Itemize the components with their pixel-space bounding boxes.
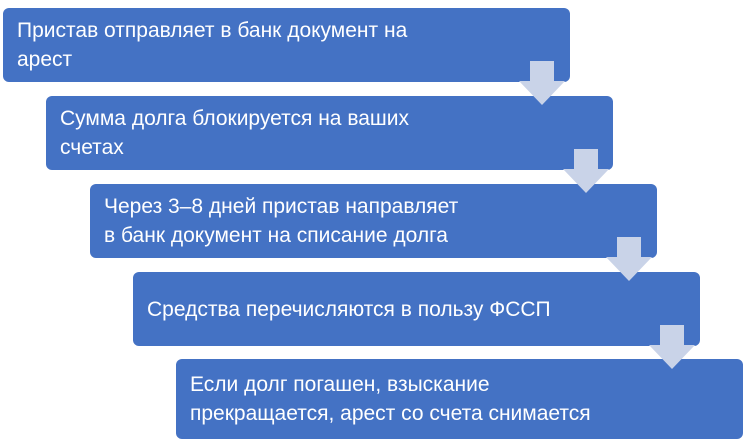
down-arrow-icon [563,149,609,193]
step-4-text: Средства перечисляются в пользу ФССП [147,297,551,321]
step-3-box: Через 3–8 дней пристав направляет в банк… [90,184,657,258]
step-4-box: Средства перечисляются в пользу ФССП [133,272,700,346]
step-1-box: Пристав отправляет в банк документ на ар… [3,8,570,82]
step-1-text: Пристав отправляет в банк документ на ар… [17,19,408,71]
step-2-text: Сумма долга блокируется на ваших счетах [60,107,409,159]
down-arrow-icon [649,325,695,369]
step-2-box: Сумма долга блокируется на ваших счетах [46,96,613,170]
step-5-text: Если долг погашен, взыскание прекращаетс… [190,373,591,425]
step-3-text: Через 3–8 дней пристав направляет в банк… [104,195,459,247]
down-arrow-icon [606,237,652,281]
step-5-box: Если долг погашен, взыскание прекращаетс… [176,359,743,439]
down-arrow-icon [519,61,565,105]
